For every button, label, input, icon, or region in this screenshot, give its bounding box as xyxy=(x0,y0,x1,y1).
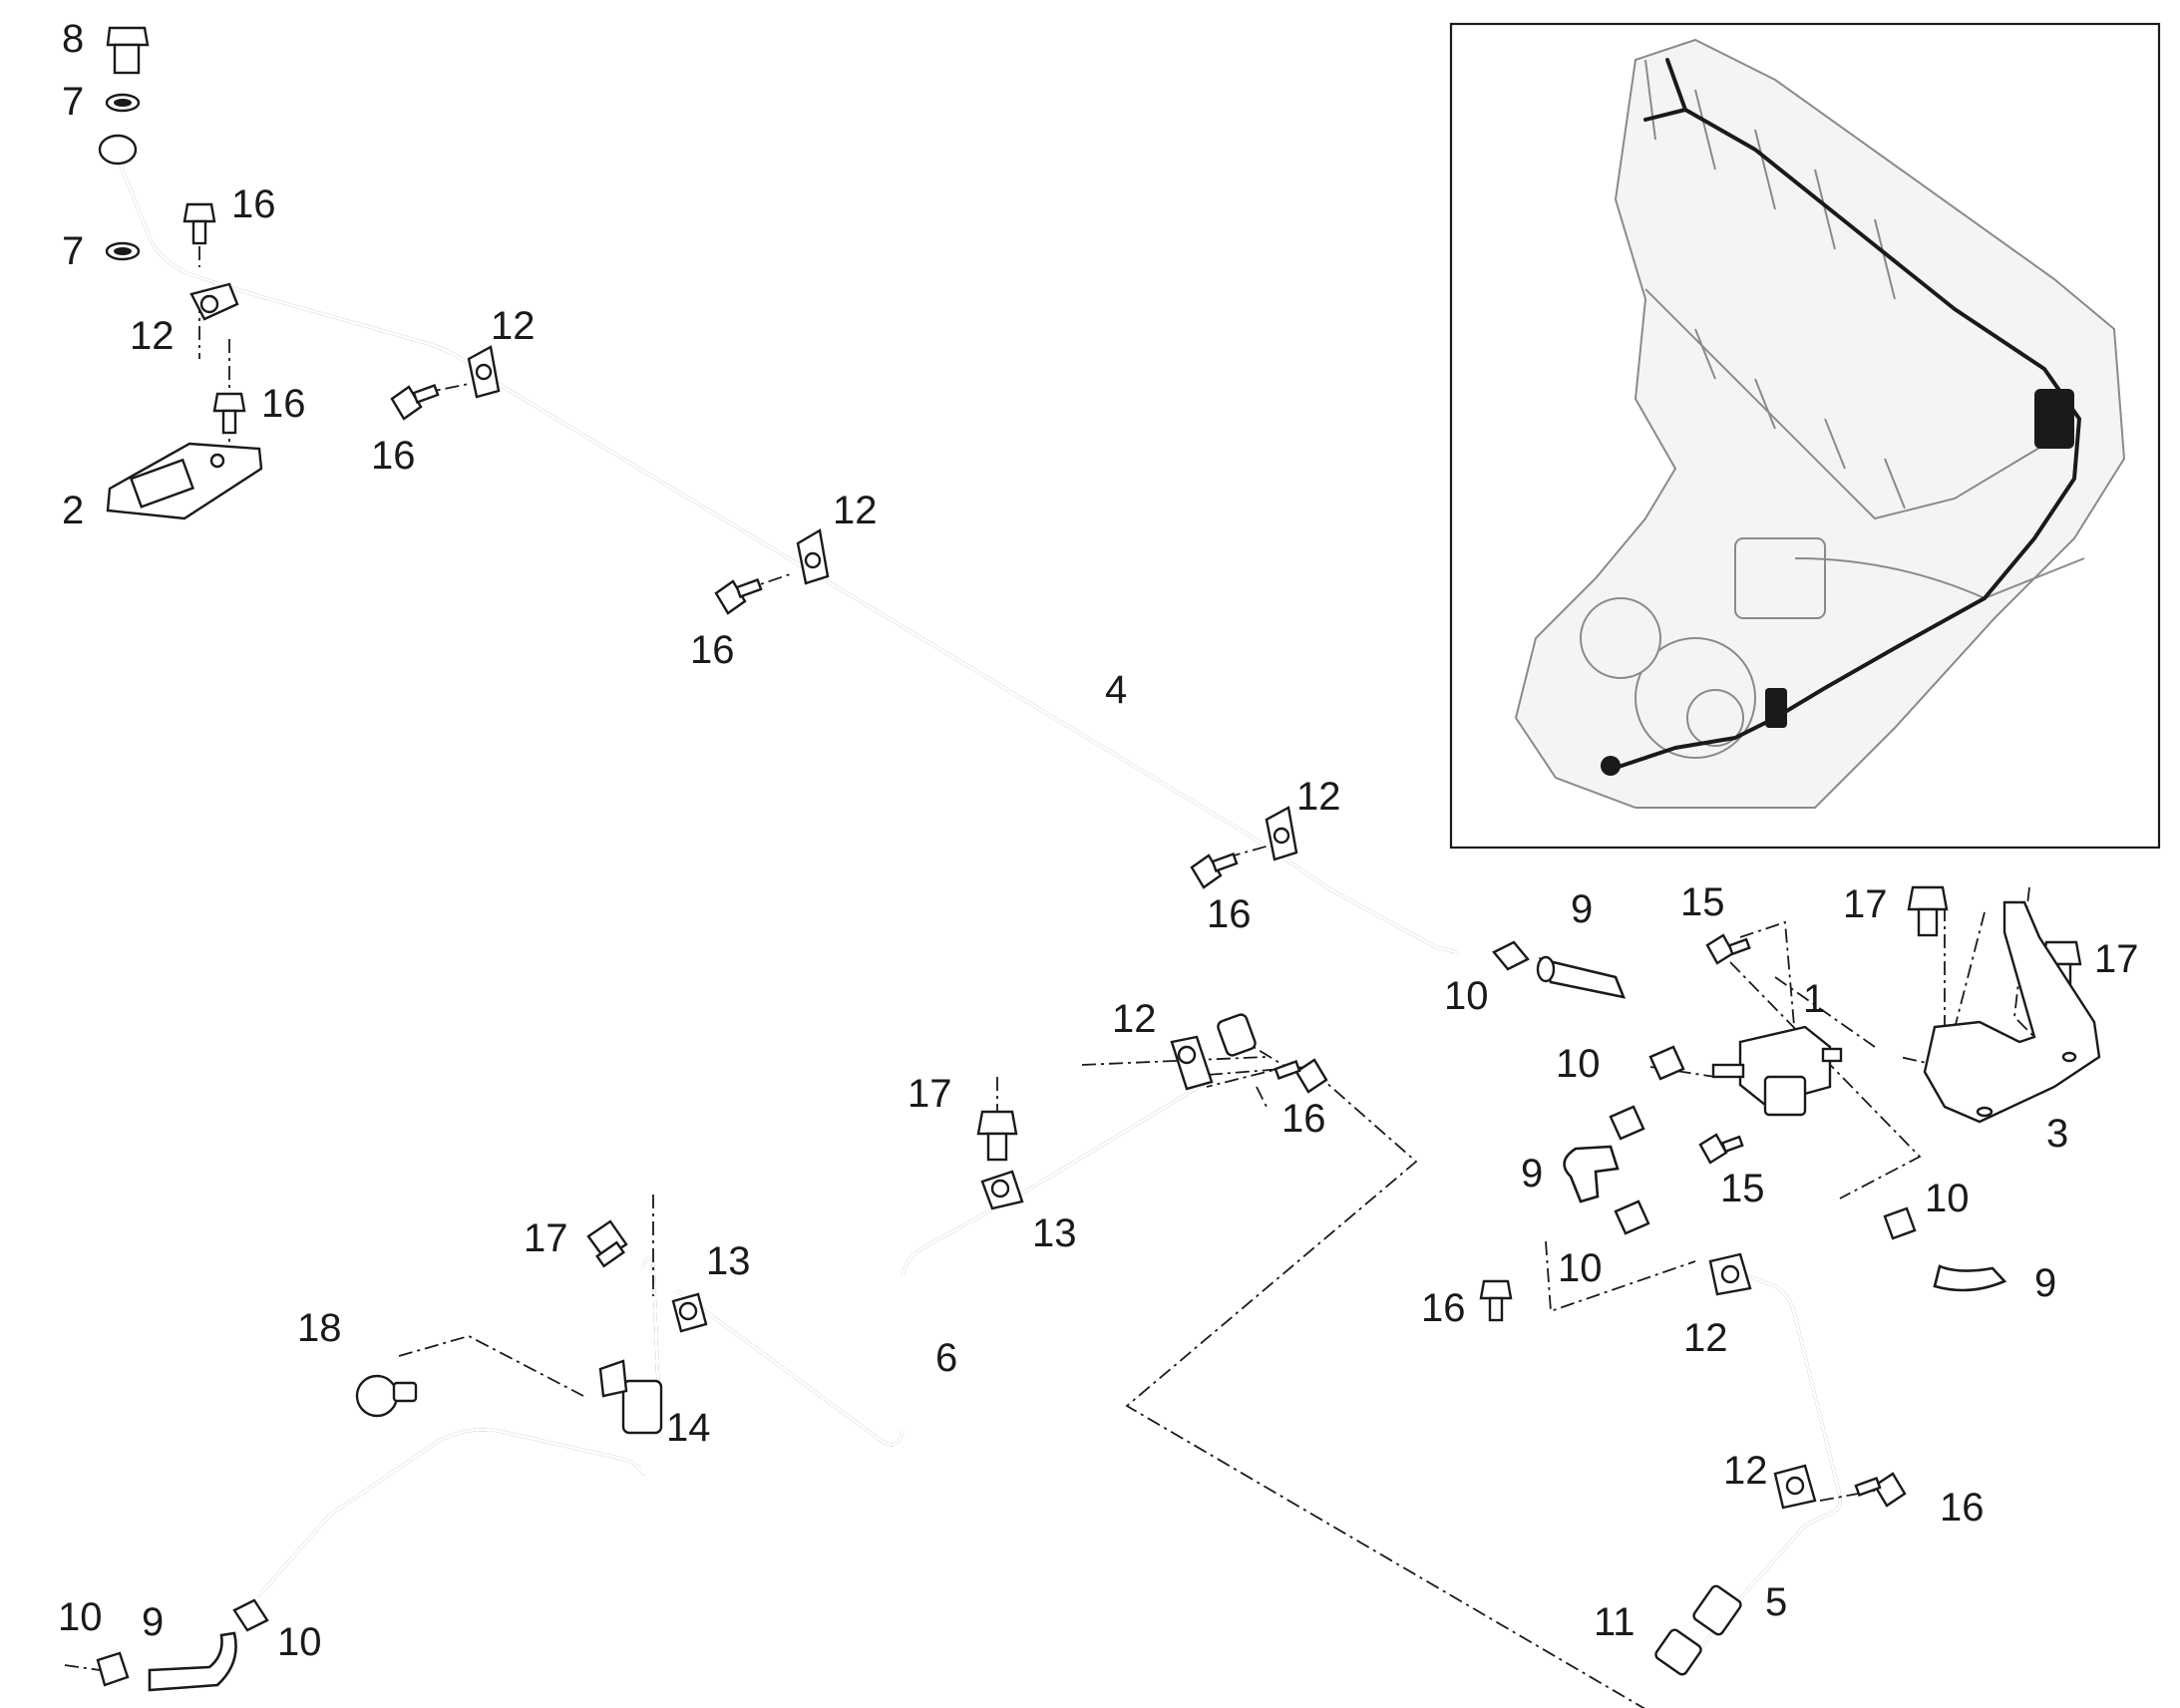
callout-16-d: 16 xyxy=(690,628,735,672)
bolt-16-f xyxy=(1273,1058,1328,1094)
callout-12-c: 12 xyxy=(833,489,878,532)
callout-12-a: 12 xyxy=(130,314,175,358)
callout-12-b: 12 xyxy=(491,304,536,348)
callout-14: 14 xyxy=(666,1406,711,1450)
callout-5: 5 xyxy=(1765,1580,1787,1624)
callout-9-a: 9 xyxy=(1571,887,1593,931)
p-clamp-13-b xyxy=(671,1292,708,1333)
callout-10-e: 10 xyxy=(58,1595,103,1639)
sealing-washer-7-upper xyxy=(105,93,141,113)
solenoid-valve-1 xyxy=(1711,1025,1843,1117)
callout-10-c: 10 xyxy=(1925,1177,1970,1220)
callout-12-f: 12 xyxy=(1723,1449,1768,1493)
bolt-16-g xyxy=(1479,1279,1513,1322)
p-clamp-12-a xyxy=(189,282,239,321)
callout-15-b: 15 xyxy=(1720,1167,1765,1210)
hose-9-c xyxy=(1933,1264,2007,1292)
callout-9-d: 9 xyxy=(142,1600,164,1644)
callout-16-b: 16 xyxy=(261,382,306,426)
callout-9-b: 9 xyxy=(1521,1152,1543,1196)
callout-16-h: 16 xyxy=(1281,1097,1326,1141)
hose-clip-10-e xyxy=(1883,1206,1917,1240)
hose-clip-10-g xyxy=(96,1651,130,1687)
callout-7-upper: 7 xyxy=(62,80,84,124)
p-clamp-13-a xyxy=(980,1170,1024,1210)
callout-10-f: 10 xyxy=(277,1620,322,1664)
bolt-18 xyxy=(355,1374,418,1418)
callout-3: 3 xyxy=(2046,1112,2068,1156)
callout-labels: 8 7 7 16 12 16 2 12 16 12 16 4 12 16 9 1… xyxy=(58,17,2139,1664)
tube-4 xyxy=(112,146,1458,954)
sealing-washer-7-lower xyxy=(105,241,141,261)
callout-17-c: 17 xyxy=(908,1072,952,1116)
bolt-16-e xyxy=(1190,853,1239,889)
p-clamp-12-b xyxy=(467,345,501,399)
callout-2: 2 xyxy=(62,489,84,532)
tube-connector-14 xyxy=(598,1359,663,1435)
callout-7-lower: 7 xyxy=(62,229,84,273)
callout-10-a: 10 xyxy=(1444,974,1489,1018)
mounting-bracket-2 xyxy=(106,442,263,520)
bolt-16-b xyxy=(212,392,246,435)
bolt-15-a xyxy=(1705,933,1751,965)
callout-16-g: 16 xyxy=(1940,1486,1985,1530)
hose-9-d xyxy=(148,1631,237,1692)
callout-10-d: 10 xyxy=(1558,1246,1603,1290)
hose-clip-10-a xyxy=(1492,940,1530,971)
banjo-bolt-8 xyxy=(106,26,150,75)
connector-11 xyxy=(1654,1584,1742,1676)
callout-11: 11 xyxy=(1594,1600,1635,1644)
callout-15-a: 15 xyxy=(1680,880,1725,924)
callout-4: 4 xyxy=(1105,668,1127,712)
bolt-17-a xyxy=(1907,885,1949,937)
hose-9-b xyxy=(1563,1145,1620,1203)
hose-clip-10-b xyxy=(1648,1045,1685,1081)
callout-16-f: 16 xyxy=(1421,1286,1466,1330)
callout-13-b: 13 xyxy=(706,1239,751,1283)
callout-17-d: 17 xyxy=(524,1216,568,1260)
p-clamp-12-g xyxy=(1773,1464,1817,1510)
callout-8: 8 xyxy=(62,17,84,61)
callout-13-a: 13 xyxy=(1032,1211,1077,1255)
p-clamp-12-f xyxy=(1708,1252,1752,1296)
tube-14 xyxy=(257,1256,662,1597)
bolt-16-h xyxy=(1854,1472,1907,1508)
valve-bracket-3 xyxy=(1923,900,2101,1124)
callout-9-c: 9 xyxy=(2034,1261,2056,1305)
callout-18: 18 xyxy=(297,1306,342,1350)
callout-1: 1 xyxy=(1803,977,1825,1021)
callout-16-c: 16 xyxy=(371,434,416,478)
callout-16-a: 16 xyxy=(231,182,276,226)
callout-10-b: 10 xyxy=(1556,1042,1601,1086)
callout-6: 6 xyxy=(935,1336,957,1380)
bolt-16-d xyxy=(714,578,763,615)
engine-location-inset xyxy=(1449,22,2161,850)
bolt-16-c xyxy=(390,384,440,421)
hose-clip-10-f xyxy=(232,1598,269,1632)
hose-clip-10-c xyxy=(1609,1105,1645,1141)
callout-12-d: 12 xyxy=(1296,775,1341,819)
callout-17-a: 17 xyxy=(1843,882,1888,926)
callout-16-e: 16 xyxy=(1207,892,1252,936)
bolt-17-d xyxy=(586,1219,628,1268)
callout-12-g: 12 xyxy=(1112,997,1157,1041)
bolt-16-a xyxy=(182,202,216,245)
bolt-17-c xyxy=(976,1110,1018,1162)
p-clamp-12-e xyxy=(1170,1013,1257,1091)
bolt-15-b xyxy=(1698,1133,1744,1165)
tube-5 xyxy=(1693,1269,1842,1657)
hose-clip-10-d xyxy=(1614,1199,1650,1235)
callout-12-e: 12 xyxy=(1683,1316,1728,1360)
p-clamp-12-d xyxy=(1265,806,1298,861)
tube-6 xyxy=(676,1083,1204,1447)
p-clamp-12-c xyxy=(796,528,830,585)
hose-9-a xyxy=(1536,955,1627,999)
callout-17-b: 17 xyxy=(2094,937,2139,981)
banjo-fitting xyxy=(98,134,138,166)
